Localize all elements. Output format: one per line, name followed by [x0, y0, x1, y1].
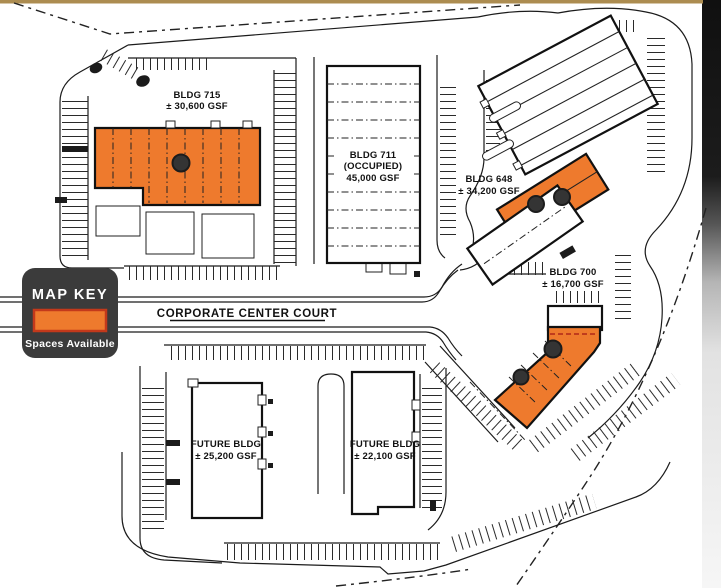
future-bldg-1-name: FUTURE BLDG	[191, 439, 261, 450]
property-boundary-lines	[13, 2, 707, 587]
map-key: MAP KEY Spaces Available	[22, 268, 118, 358]
top-accent-bar	[0, 0, 703, 4]
building-715[interactable]	[93, 120, 262, 207]
unit-marker	[171, 153, 191, 173]
parking-stalls	[62, 20, 681, 560]
bldg-711-size: 45,000 GSF	[346, 173, 399, 184]
map-key-title: MAP KEY	[32, 287, 108, 303]
map-key-legend-label: Spaces Available	[25, 338, 115, 350]
bldg-715-name: BLDG 715	[173, 90, 221, 101]
future-bldg-2-name: FUTURE BLDG	[350, 439, 420, 450]
available-swatch	[32, 308, 108, 333]
building-labels: BLDG 715 ± 30,600 GSF BLDG 711 (OCCUPIED…	[166, 90, 603, 462]
building-648[interactable]	[465, 14, 660, 287]
bldg-715-size: ± 30,600 GSF	[166, 101, 227, 112]
tree-marker	[89, 62, 103, 74]
street-name-label: CORPORATE CENTER COURT	[157, 308, 337, 320]
bldg-648-name: BLDG 648	[465, 174, 512, 185]
right-edge-shade	[702, 0, 721, 588]
bldg-711-name: BLDG 711	[350, 150, 397, 161]
bldg-648-size: ± 34,200 GSF	[458, 186, 519, 197]
unit-marker	[543, 339, 563, 359]
unit-marker	[512, 368, 530, 386]
building-future-1	[187, 378, 267, 520]
bldg-711-note: (OCCUPIED)	[344, 161, 402, 172]
future-bldg-1-size: ± 25,200 GSF	[195, 451, 256, 462]
site-details	[55, 62, 576, 511]
building-future-2	[350, 370, 421, 516]
tree-marker	[136, 75, 150, 87]
unit-dividers	[112, 128, 240, 203]
bldg-700-size: ± 16,700 GSF	[542, 279, 603, 290]
future-bldg-2-size: ± 22,100 GSF	[354, 451, 415, 462]
unit-marker	[553, 188, 571, 206]
building-700[interactable]	[493, 304, 604, 430]
building-711	[325, 64, 422, 265]
bldg-700-name: BLDG 700	[549, 267, 596, 278]
unit-marker	[527, 195, 545, 213]
street-label-group: CORPORATE CENTER COURT	[157, 308, 337, 322]
